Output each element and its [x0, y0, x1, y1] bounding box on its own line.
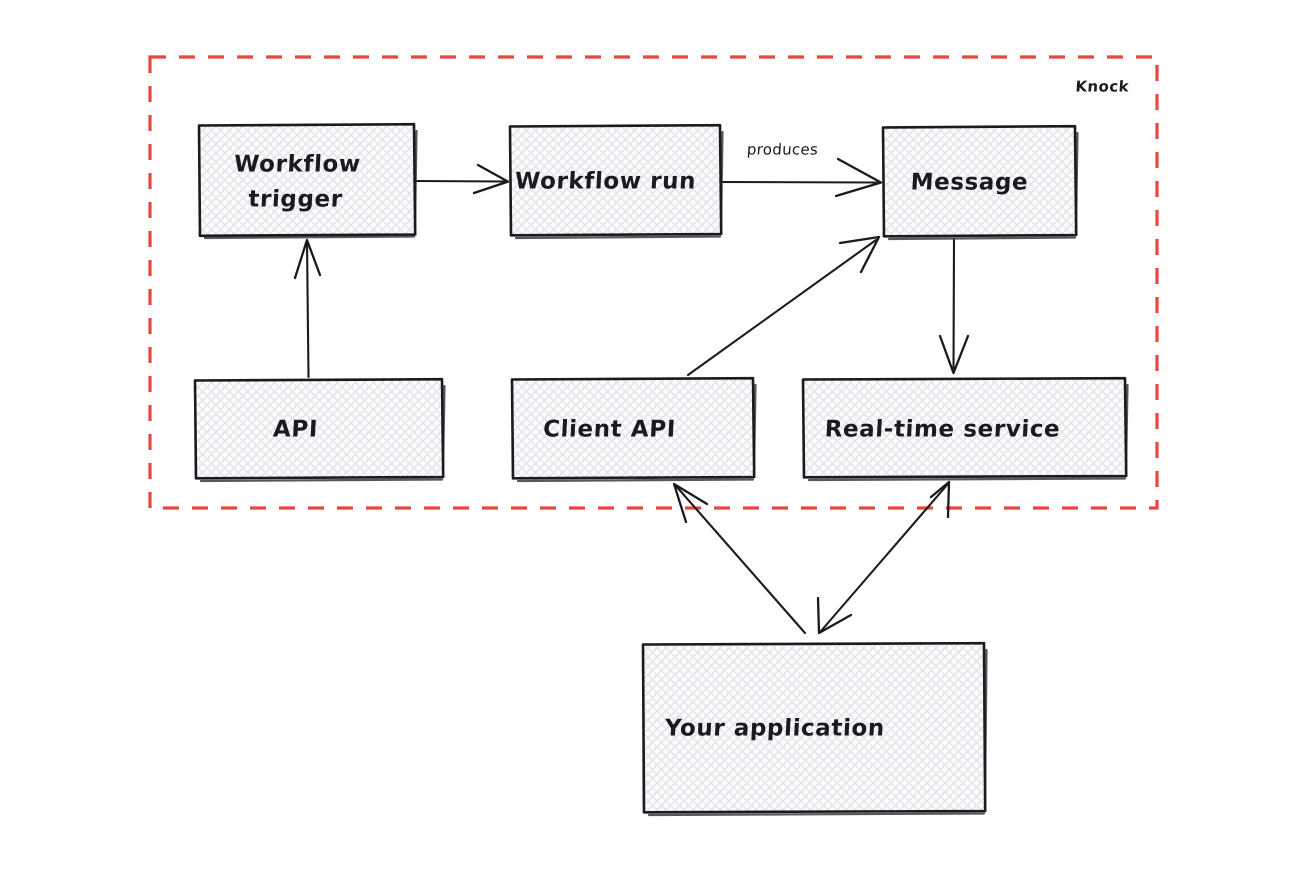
- node-label: Real-time service: [824, 417, 1061, 443]
- edge-line: [674, 484, 807, 635]
- node-fill: [802, 378, 1126, 477]
- node-fill: [194, 379, 443, 478]
- node-outline: [881, 124, 1078, 238]
- node-workflow-trigger[interactable]: Workflow trigger: [197, 122, 418, 240]
- edge-message-to-real-time-service: [938, 237, 970, 375]
- edge-line: [720, 180, 881, 184]
- edge-label-produces: produces: [746, 141, 818, 159]
- node-fill: [882, 126, 1076, 236]
- node-label: Workflow run: [514, 169, 696, 195]
- knock-boundary-group: Knock: [148, 55, 1159, 510]
- edge-line: [305, 240, 310, 379]
- edge-client-api-to-message: [686, 235, 881, 377]
- node-fill: [198, 124, 415, 235]
- node-label: Client API: [542, 417, 676, 443]
- node-outline: [193, 377, 445, 480]
- node-your-application[interactable]: Your application: [641, 641, 988, 817]
- node-fill: [642, 643, 985, 812]
- arrowhead-icon: [838, 235, 881, 274]
- arrowhead-icon: [929, 480, 951, 519]
- edge-line: [414, 179, 507, 183]
- node-label: Your application: [663, 716, 885, 742]
- node-outline: [508, 123, 723, 237]
- edge-workflow-trigger-to-workflow-run: [414, 163, 510, 195]
- arrowhead-icon: [293, 238, 322, 280]
- node-api[interactable]: API: [193, 377, 446, 483]
- node-outline: [197, 122, 417, 238]
- node-workflow-run[interactable]: Workflow run: [508, 123, 724, 240]
- node-label-line1: Workflow: [233, 152, 361, 178]
- node-label-line2: trigger: [248, 187, 344, 213]
- arrowhead-icon: [834, 157, 883, 198]
- edge-your-application-to-client-api: [672, 482, 807, 635]
- node-outline: [801, 376, 1128, 479]
- node-outline: [510, 376, 756, 480]
- edge-real-time-service-to-your-application: [816, 480, 951, 635]
- edge-line: [686, 238, 878, 377]
- node-label: API: [272, 417, 318, 443]
- edge-line: [952, 237, 956, 372]
- node-real-time-service[interactable]: Real-time service: [801, 376, 1129, 482]
- node-message[interactable]: Message: [881, 124, 1079, 241]
- arrowhead-icon: [938, 334, 970, 375]
- node-fill: [509, 125, 721, 235]
- knock-boundary-rect: [148, 55, 1159, 510]
- arrowhead-icon: [816, 596, 853, 635]
- node-outline: [641, 641, 987, 814]
- arrowhead-icon: [472, 163, 510, 195]
- node-client-api[interactable]: Client API: [510, 376, 757, 483]
- node-label: Message: [910, 170, 1029, 196]
- edge-workflow-run-to-message: produces: [720, 141, 883, 198]
- knock-boundary-label: Knock: [1075, 78, 1130, 96]
- edge-api-to-workflow-trigger: [293, 238, 322, 379]
- edge-line: [819, 483, 949, 633]
- node-fill: [511, 378, 754, 478]
- arrowhead-icon: [672, 482, 709, 524]
